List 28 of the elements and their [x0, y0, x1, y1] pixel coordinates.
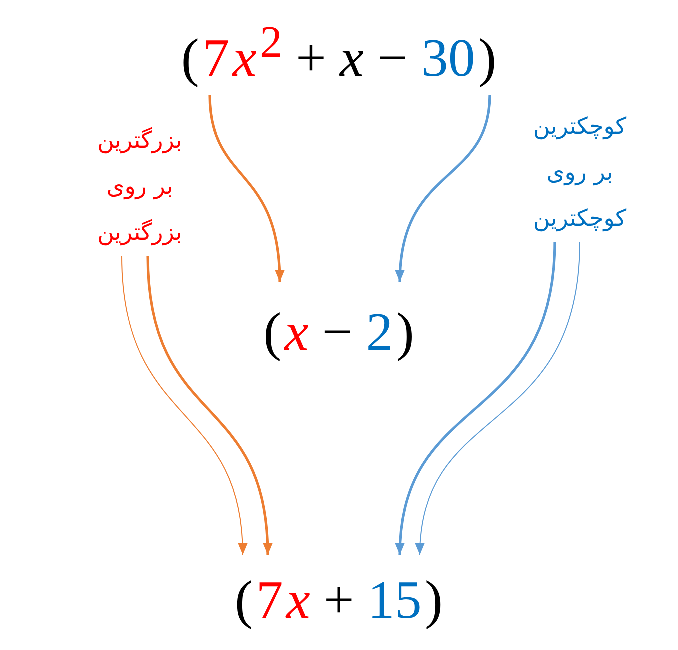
- formula-term: ): [424, 570, 444, 630]
- formula-term: ): [395, 302, 416, 362]
- formula-term: ): [478, 28, 498, 88]
- formula-term: x: [284, 570, 312, 630]
- annotation-text: کوچکترین بر روی کوچکترین: [532, 113, 628, 234]
- formula-term: (: [180, 28, 200, 88]
- curved-arrow: [122, 256, 248, 556]
- curved-arrow: [396, 242, 556, 556]
- formula-term: 2: [365, 302, 394, 362]
- formula-term: 15: [366, 570, 423, 630]
- formula-term: +: [322, 570, 356, 630]
- curved-arrow: [416, 242, 580, 556]
- formula-term: −: [376, 28, 409, 88]
- curved-arrow: [396, 94, 492, 282]
- formula-term: x: [338, 28, 365, 88]
- curved-arrow: [146, 256, 272, 556]
- formula-term: (: [262, 302, 283, 362]
- annotation-text: بزرگترین بر روی بزرگترین: [96, 126, 184, 248]
- formula-term: 7: [202, 28, 231, 88]
- curved-arrow: [208, 94, 284, 282]
- formula-term: x: [283, 302, 310, 362]
- formula-term: 30: [420, 28, 476, 88]
- formula-term: +: [295, 28, 328, 88]
- formula-term: x: [231, 28, 258, 88]
- formula-term: (: [234, 570, 254, 630]
- formula-term: 2: [259, 28, 284, 69]
- formula-term: 7: [255, 570, 284, 630]
- formula-term: −: [321, 302, 354, 362]
